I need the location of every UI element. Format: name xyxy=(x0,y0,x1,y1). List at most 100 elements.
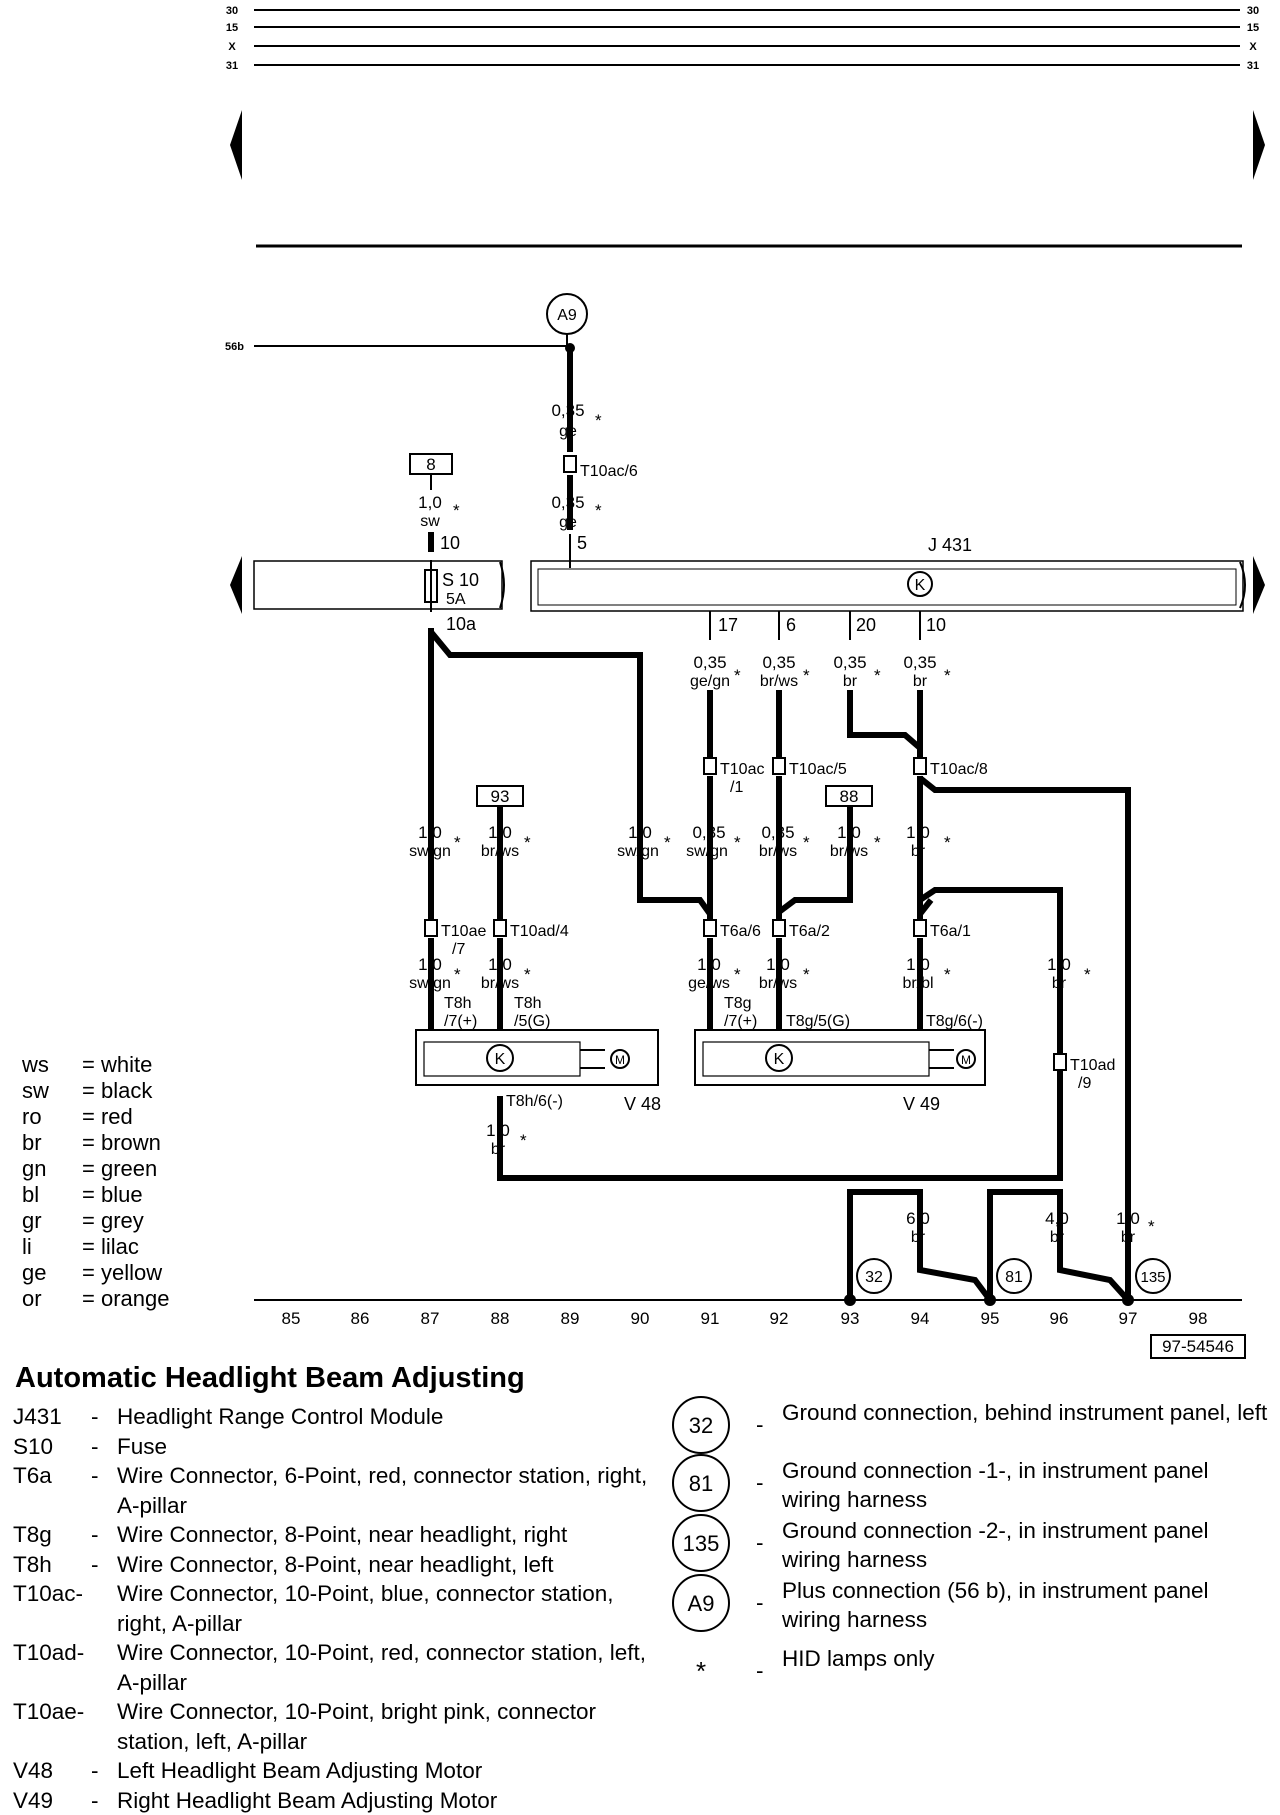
color-legend-item: li= lilac xyxy=(22,1234,169,1260)
star: * xyxy=(734,833,741,852)
connector-t10ac8 xyxy=(914,758,926,774)
module-control-symbol: K xyxy=(915,577,926,594)
connector-t10ad9-label-a: T10ad xyxy=(1070,1057,1115,1074)
wire-90-size: 1,0 xyxy=(628,823,652,842)
wire-93-color: br/ws xyxy=(830,843,868,860)
component-item: S10-Fuse xyxy=(13,1432,653,1462)
component-list: J431-Headlight Range Control Module S10-… xyxy=(13,1402,653,1815)
column-numbers: 85 86 87 88 89 90 91 92 93 94 95 96 97 9… xyxy=(282,1309,1208,1328)
column-number: 87 xyxy=(421,1309,440,1328)
star: * xyxy=(520,1131,527,1150)
connector-t10ae7-label-a: T10ae xyxy=(441,923,486,940)
connector-t10ae7-label-b: /7 xyxy=(452,941,465,958)
wire-87b-color: sw/gn xyxy=(409,975,451,992)
component-dash xyxy=(91,1697,117,1756)
bus-label-30: 30 xyxy=(226,5,238,17)
connector-t10ac8-label: T10ac/8 xyxy=(930,761,988,778)
color-name: orange xyxy=(101,1286,170,1311)
column-number: 98 xyxy=(1189,1309,1208,1328)
connector-t10ac1 xyxy=(704,758,716,774)
component-code: V48 xyxy=(13,1756,91,1786)
column-number: 93 xyxy=(841,1309,860,1328)
connector-t10ae7 xyxy=(425,920,437,936)
color-abbr: bl xyxy=(22,1182,82,1208)
color-legend-item: ws= white xyxy=(22,1052,169,1078)
connection-desc: Plus connection (56 b), in instrument pa… xyxy=(782,1574,1272,1634)
fuse-ref-label: 8 xyxy=(426,455,435,474)
fuse-code: S 10 xyxy=(442,570,479,590)
wire-96b-size: 4,0 xyxy=(1045,1209,1069,1228)
t8h6-label: T8h/6(-) xyxy=(506,1093,563,1110)
star: * xyxy=(1148,1217,1155,1236)
column-number: 92 xyxy=(770,1309,789,1328)
wire-87b-size: 1,0 xyxy=(418,955,442,974)
component-item: T8g-Wire Connector, 8-Point, near headli… xyxy=(13,1520,653,1550)
star: * xyxy=(453,501,460,520)
asterisk-icon: * xyxy=(672,1642,730,1700)
component-code: J431 xyxy=(13,1402,91,1432)
wire-17-color: ge/gn xyxy=(690,673,730,690)
t8g7-label-a: T8g xyxy=(724,995,752,1012)
component-dash: - xyxy=(91,1550,117,1580)
wire-96-size: 1,0 xyxy=(1047,955,1071,974)
color-name: green xyxy=(101,1156,157,1181)
bus-label-x: X xyxy=(228,41,236,53)
column-number: 90 xyxy=(631,1309,650,1328)
v48-ref-label: 93 xyxy=(491,787,510,806)
star: * xyxy=(874,666,881,685)
pin-10: 10 xyxy=(926,615,946,635)
connector-t10ac5-label: T10ac/5 xyxy=(789,761,847,778)
diagram-ref-code: 97-54546 xyxy=(1150,1334,1246,1359)
connector-t10ad9-label-b: /9 xyxy=(1078,1075,1091,1092)
color-legend-item: ro= red xyxy=(22,1104,169,1130)
wire-a9-bot-size: 0,35 xyxy=(551,493,584,512)
wire-91-color: sw/gn xyxy=(686,843,728,860)
wire-a9-top-color: ge xyxy=(559,423,577,440)
connector-t6a6-label: T6a/6 xyxy=(720,923,761,940)
star: * xyxy=(524,833,531,852)
wire-fuse-in-size: 1,0 xyxy=(418,493,442,512)
wire-92b-size: 1,0 xyxy=(766,955,790,974)
component-dash: - xyxy=(91,1402,117,1432)
ground-32-label: 32 xyxy=(865,1269,883,1286)
connection-dash: - xyxy=(756,1574,782,1634)
component-desc: Right Headlight Beam Adjusting Motor xyxy=(117,1786,653,1815)
ground-135-label: 135 xyxy=(1140,1269,1165,1286)
connection-item: A9-Plus connection (56 b), in instrument… xyxy=(672,1574,1272,1634)
wire-94-size: 6,0 xyxy=(906,1209,930,1228)
connection-desc: Ground connection -2-, in instrument pan… xyxy=(782,1514,1272,1574)
wire-96-color: br xyxy=(1052,975,1067,992)
page-arrow-right-top xyxy=(1253,110,1265,180)
component-desc: Wire Connector, 10-Point, blue, connecto… xyxy=(117,1579,653,1638)
star: * xyxy=(454,833,461,852)
connection-list: 32-Ground connection, behind instrument … xyxy=(672,1396,1272,1700)
column-number: 95 xyxy=(981,1309,1000,1328)
color-abbr: sw xyxy=(22,1078,82,1104)
component-code: T8h xyxy=(13,1550,91,1580)
component-dash: - xyxy=(91,1786,117,1815)
color-name: lilac xyxy=(101,1234,139,1259)
wire-94-color: br xyxy=(911,1229,926,1246)
wire-95b-size: 1,0 xyxy=(906,955,930,974)
connector-t6a2 xyxy=(773,920,785,936)
star: * xyxy=(803,833,810,852)
component-dash: - xyxy=(91,1520,117,1550)
component-dash: - xyxy=(91,1461,117,1520)
j431-output-wires xyxy=(710,611,920,640)
plus-symbol-icon: A9 xyxy=(672,1574,730,1632)
wire-92-color: br/ws xyxy=(759,843,797,860)
motor-v48-label: V 48 xyxy=(624,1094,661,1114)
color-name: grey xyxy=(101,1208,144,1233)
component-item: V48-Left Headlight Beam Adjusting Motor xyxy=(13,1756,653,1786)
page-arrow-left-mid xyxy=(230,556,242,614)
connector-t10ad4 xyxy=(494,920,506,936)
motor-v48-symbol: M xyxy=(615,1053,625,1067)
t8h7-label-b: /7(+) xyxy=(444,1013,477,1030)
component-item: T10ac-Wire Connector, 10-Point, blue, co… xyxy=(13,1579,653,1638)
component-desc: Wire Connector, 10-Point, red, connector… xyxy=(117,1638,653,1697)
color-legend-item: bl= blue xyxy=(22,1182,169,1208)
wire-6-color: br/ws xyxy=(760,673,798,690)
connection-dash: - xyxy=(756,1642,782,1700)
pin-5: 5 xyxy=(577,533,587,553)
page-arrow-left-top xyxy=(230,110,242,180)
